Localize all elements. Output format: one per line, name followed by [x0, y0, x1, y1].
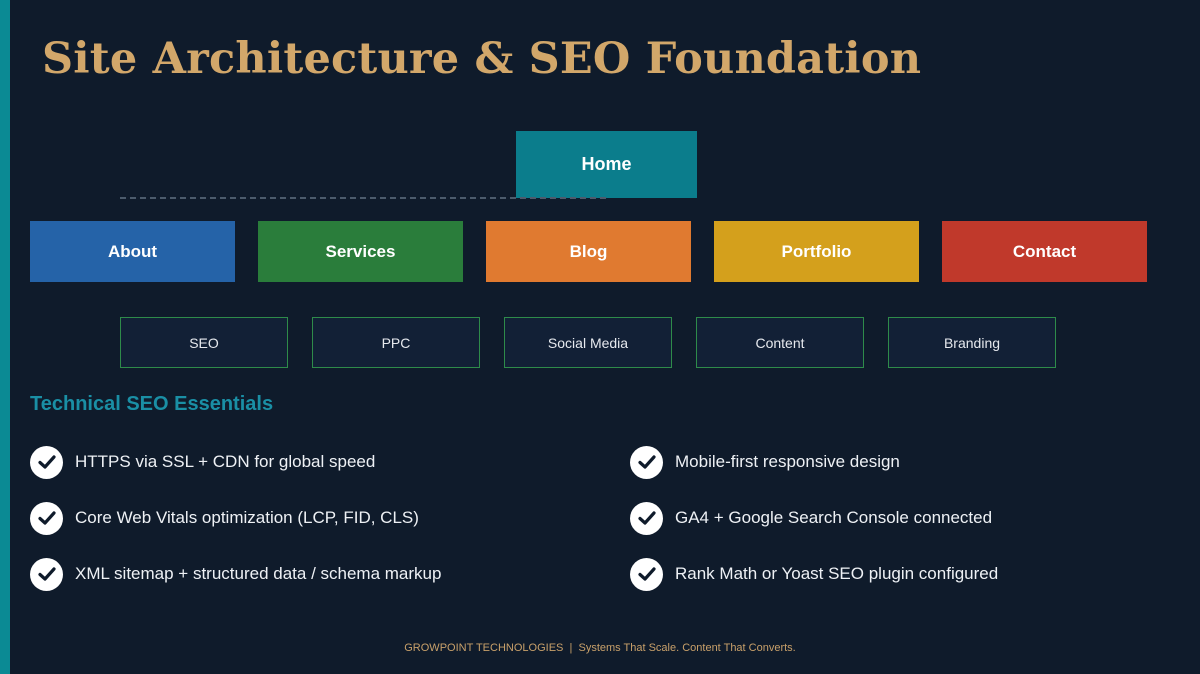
connector-line — [120, 197, 606, 199]
home-node: Home — [516, 131, 697, 198]
section-title: Technical SEO Essentials — [30, 393, 274, 415]
service-node-social-media: Social Media — [504, 317, 672, 368]
footer-separator: | — [569, 642, 573, 654]
checklist-text: Rank Math or Yoast SEO plugin configured — [675, 564, 999, 583]
nav-node-about: About — [30, 221, 235, 282]
service-node-seo: SEO — [120, 317, 288, 368]
checklist-item: GA4 + Google Search Console connected — [630, 501, 992, 535]
checklist-item: Mobile-first responsive design — [630, 445, 900, 479]
check-icon — [630, 501, 663, 535]
footer: GROWPOINT TECHNOLOGIES | Systems That Sc… — [0, 642, 1200, 654]
nav-node-contact: Contact — [942, 221, 1147, 282]
footer-tagline: Systems That Scale. Content That Convert… — [578, 642, 796, 654]
checklist-text: Core Web Vitals optimization (LCP, FID, … — [75, 508, 419, 527]
checklist-text: Mobile-first responsive design — [675, 452, 900, 471]
checklist-text: XML sitemap + structured data / schema m… — [75, 564, 442, 583]
nav-node-services: Services — [258, 221, 463, 282]
check-icon — [30, 445, 63, 479]
check-icon — [630, 445, 663, 479]
footer-company: GROWPOINT TECHNOLOGIES — [404, 642, 564, 654]
checklist-item: Core Web Vitals optimization (LCP, FID, … — [30, 501, 419, 535]
service-node-branding: Branding — [888, 317, 1056, 368]
checklist-text: GA4 + Google Search Console connected — [675, 508, 993, 527]
accent-bar — [0, 0, 10, 674]
nav-node-portfolio: Portfolio — [714, 221, 919, 282]
nav-node-blog: Blog — [486, 221, 691, 282]
checklist-text: HTTPS via SSL + CDN for global speed — [75, 452, 376, 471]
checklist-item: HTTPS via SSL + CDN for global speed — [30, 445, 375, 479]
check-icon — [30, 557, 63, 591]
checklist-item: XML sitemap + structured data / schema m… — [30, 557, 441, 591]
page-title: Site Architecture & SEO Foundation — [42, 34, 922, 84]
service-node-content: Content — [696, 317, 864, 368]
checklist-item: Rank Math or Yoast SEO plugin configured — [630, 557, 998, 591]
service-node-ppc: PPC — [312, 317, 480, 368]
check-icon — [630, 557, 663, 591]
check-icon — [30, 501, 63, 535]
